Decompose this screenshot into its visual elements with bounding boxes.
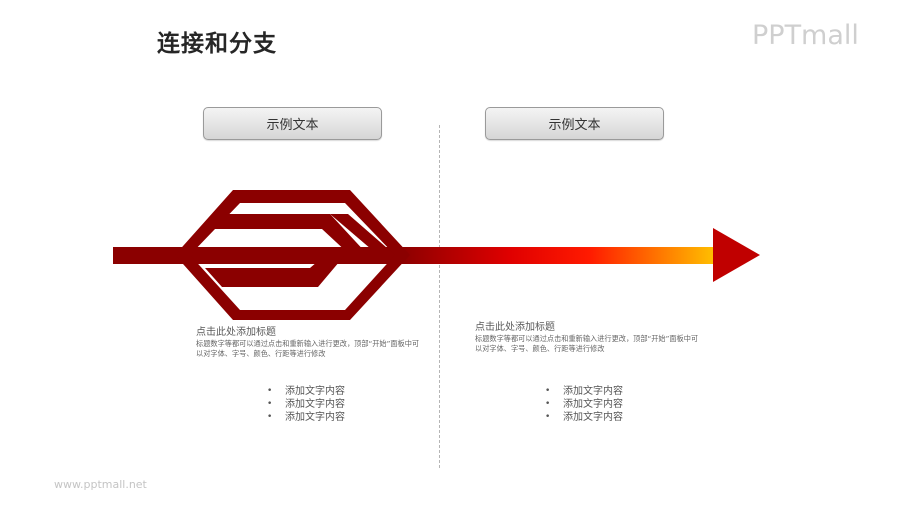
bullet-item[interactable]: 添加文字内容: [545, 385, 623, 398]
bullet-item[interactable]: 添加文字内容: [267, 385, 345, 398]
bullet-item[interactable]: 添加文字内容: [267, 411, 345, 424]
label-left-text: 示例文本: [266, 118, 319, 133]
bullet-item[interactable]: 添加文字内容: [267, 398, 345, 411]
bullet-list-left: 添加文字内容 添加文字内容 添加文字内容: [267, 385, 345, 424]
arrow-head-icon: [713, 228, 760, 282]
label-right-text: 示例文本: [548, 118, 601, 133]
section-heading-left[interactable]: 点击此处添加标题: [196, 327, 276, 338]
pptmall-logo: PPTmall: [752, 20, 859, 51]
footer-url: www.pptmall.net: [54, 478, 147, 491]
bullet-item[interactable]: 添加文字内容: [545, 398, 623, 411]
section-body-right[interactable]: 标题数字等都可以通过点击和重新输入进行更改，顶部“开始”面板中可以对字体、字号、…: [475, 334, 699, 353]
description-left: 点击此处添加标题 标题数字等都可以通过点击和重新输入进行更改，顶部“开始”面板中…: [196, 327, 426, 359]
description-right: 点击此处添加标题 标题数字等都可以通过点击和重新输入进行更改，顶部“开始”面板中…: [475, 322, 705, 354]
bullet-list-right: 添加文字内容 添加文字内容 添加文字内容: [545, 385, 623, 424]
hexagon-branch-shape: [175, 190, 410, 320]
center-divider: [439, 125, 440, 468]
section-heading-right[interactable]: 点击此处添加标题: [475, 322, 555, 333]
shaft-gradient: [400, 247, 715, 264]
page-title: 连接和分支: [157, 31, 277, 57]
section-body-left[interactable]: 标题数字等都可以通过点击和重新输入进行更改，顶部“开始”面板中可以对字体、字号、…: [196, 339, 420, 358]
label-box-right[interactable]: 示例文本: [485, 107, 664, 140]
bullet-item[interactable]: 添加文字内容: [545, 411, 623, 424]
label-box-left[interactable]: 示例文本: [203, 107, 382, 140]
